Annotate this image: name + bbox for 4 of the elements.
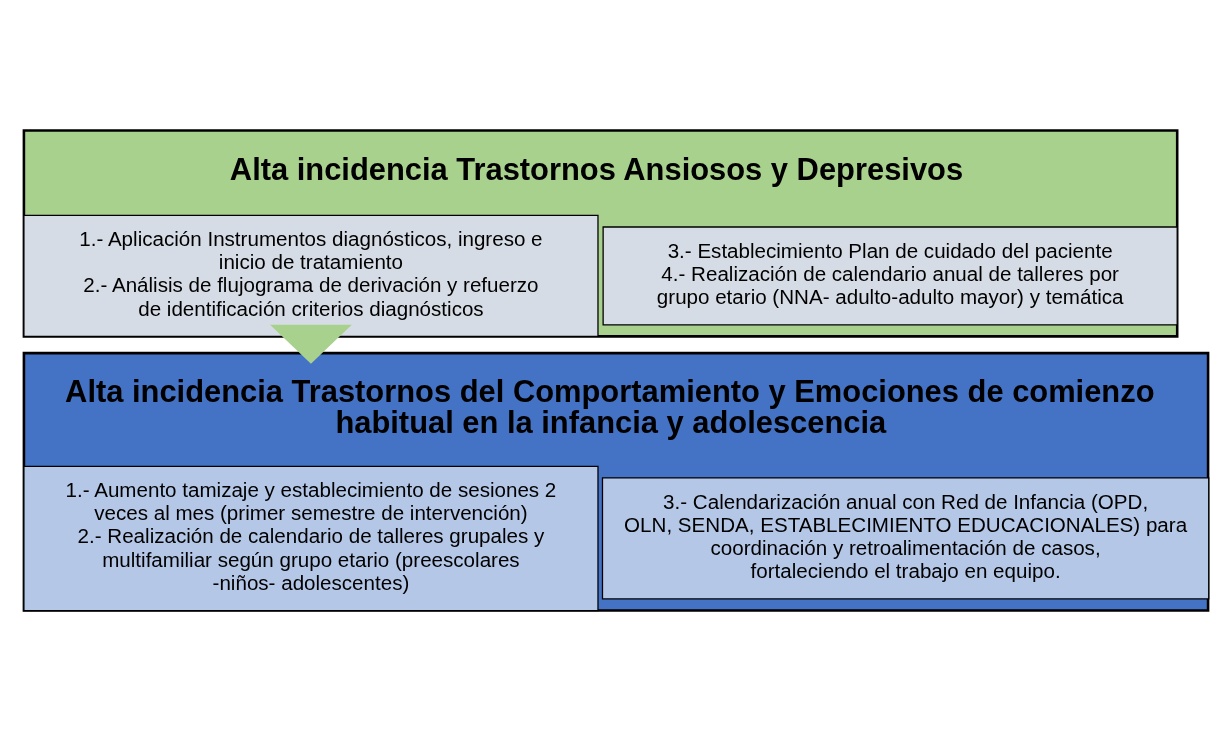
node-box: 3.- Calendarización anual con Red de Infancia (OPD, OLN, SENDA, ESTABLECIMIENTO EDUCACIONALES) para coordinación y retroalimentación de casos, fortaleciendo el trabajo en equipo. <box>601 476 1210 600</box>
node-box: 1.- Aumento tamizaje y establecimiento de sesiones 2 veces al mes (primer semestre de intervención) 2.- Realización de calendario de talleres grupales y multifamiliar según grupo etario (preescolares -niños- adolescentes) <box>23 465 599 611</box>
arrow <box>270 324 352 364</box>
node-box: 3.- Establecimiento Plan de cuidado del paciente 4.- Realización de calendario anual de talleres por grupo etario (NNA- adulto-adulto mayor) y temática <box>602 225 1178 325</box>
